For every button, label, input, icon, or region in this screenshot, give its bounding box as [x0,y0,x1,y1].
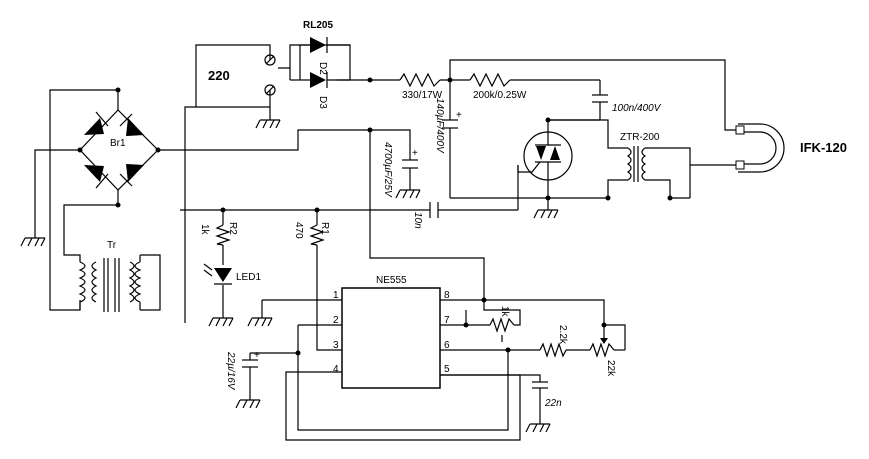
resistor-1k [489,317,515,342]
capacitor-22u: + [242,350,260,368]
diode-d2 [299,37,350,80]
capacitor-22n-label: 22n [544,398,562,409]
r1-name: R1 [319,222,330,235]
svg-text:+: + [412,148,418,159]
pin-4: 4 [333,364,339,375]
resistor-200k [469,72,511,88]
ne555-ic [341,287,441,389]
d3-label: D3 [317,96,328,109]
transformer [78,255,142,312]
r2-value: 1k [199,224,210,236]
resistor-330-label: 330/17W [402,90,443,101]
capacitor-140u-label: 140µF/400V [434,98,445,154]
resistor-330 [399,72,441,88]
junction-dots [77,77,673,356]
ground-symbols [20,119,559,433]
r1-value: 470 [293,222,304,239]
capacitor-10n [429,202,439,218]
diode-d3 [300,72,350,88]
capacitor-4700u: + [402,148,418,169]
pin-1: 1 [333,290,339,301]
capacitor-100n [592,94,608,103]
lamp-ifk120 [735,123,785,173]
bridge-label: Br1 [110,138,126,149]
pot-22k-label: 22k [605,360,616,377]
ic-label: NE555 [376,275,407,286]
resistor-200k-label: 200k/0.25W [473,90,527,101]
svg-text:+: + [456,110,462,121]
pin-7: 7 [444,315,450,326]
lamp-label: IFK-120 [800,140,847,155]
mains-label: 220 [208,68,230,83]
pin-8: 8 [444,290,450,301]
pin-3: 3 [333,340,339,351]
pin-2: 2 [333,315,339,326]
triac [517,130,573,181]
transformer-label: Tr [107,240,117,251]
resistor-r2 [215,224,231,246]
capacitor-140u: + [442,110,462,129]
d2-label: D2 [317,62,328,75]
capacitor-4700u-label: 4700µF/25V [382,142,393,198]
igniter-transformer [626,146,647,182]
potentiometer-22k [589,338,615,358]
r2-name: R2 [227,222,238,235]
led-label: LED1 [236,272,261,283]
resistor-2k2 [539,342,567,358]
capacitor-10n-label: 10n [412,212,423,229]
capacitor-22u-label: 22µ/16V [225,351,236,391]
capacitor-100n-label: 100n/400V [612,103,662,114]
pin-5: 5 [444,364,450,375]
resistor-r1 [309,224,325,246]
pin-6: 6 [444,340,450,351]
igniter-label: ZTR-200 [620,132,660,143]
capacitor-22n [532,381,548,389]
led1 [203,263,232,285]
svg-text:+: + [254,350,260,361]
resistor-1k-label: 1k [499,306,510,318]
mains-terminals [264,54,276,96]
wires [34,44,738,441]
resistor-2k2-label: 2.2k [557,325,568,345]
diode-type-label: RL205 [303,20,333,31]
bridge-rectifier [79,109,159,191]
